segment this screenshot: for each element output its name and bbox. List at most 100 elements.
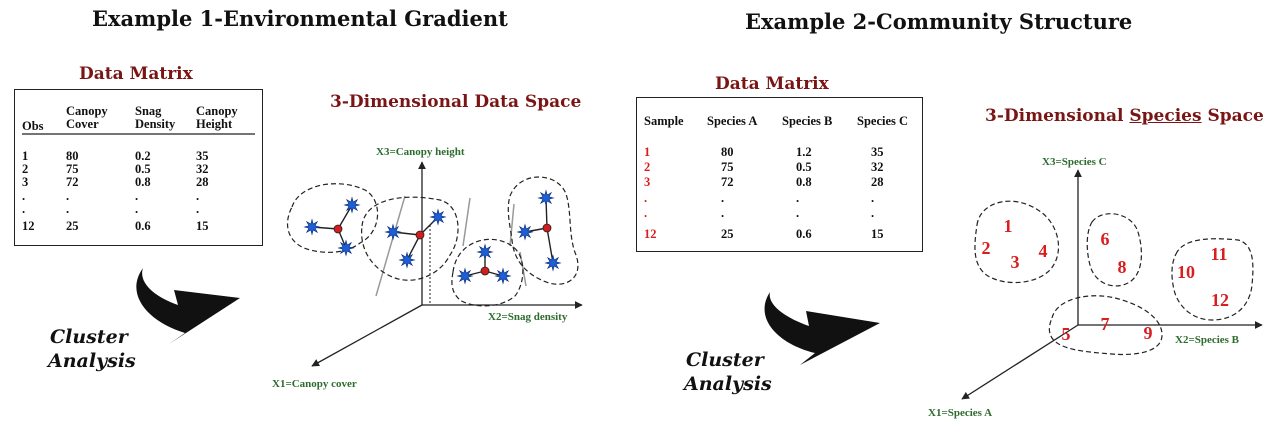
matrix-cell: 0.6: [135, 219, 151, 233]
cluster-outline: [286, 183, 379, 253]
matrix-cell: 15: [871, 227, 884, 241]
axis-label-x1: X1=Canopy cover: [272, 378, 357, 390]
matrix-cell: 1.2: [796, 145, 812, 159]
matrix-cell: .: [871, 206, 875, 220]
sample-number: 5: [1062, 324, 1071, 344]
curved-arrow-icon: [136, 268, 240, 344]
matrix-cell: .: [135, 189, 139, 203]
sample-id: 2: [644, 160, 651, 174]
matrix-cell: 15: [196, 219, 209, 233]
matrix-cell: .: [721, 191, 725, 205]
centroid-dot: [480, 266, 490, 276]
matrix-cell: .: [66, 202, 70, 216]
x1-axis: [311, 304, 423, 367]
matrix-cell: 0.5: [796, 160, 812, 174]
header-snag-density-1: Snag: [135, 104, 162, 118]
matrix-header: Sample: [644, 114, 684, 128]
space-title-suffix: Space: [1201, 106, 1264, 126]
matrix-cell: 0.8: [796, 175, 812, 189]
star-icon: [476, 243, 494, 261]
cluster-outline: [507, 176, 579, 285]
example2-matrix-title: Data Matrix: [715, 74, 829, 94]
header-canopy-height-1: Canopy: [196, 104, 238, 118]
cluster-outline: [451, 238, 524, 307]
example2-cluster-label-2: Analysis: [684, 373, 772, 395]
sample-id: .: [644, 191, 648, 205]
cluster-outline: [974, 200, 1060, 284]
cluster-outline: [1086, 213, 1143, 287]
star-icon: [516, 223, 534, 241]
sample-number: 3: [1011, 252, 1020, 272]
example1-cluster-label-1: Cluster: [50, 326, 128, 348]
matrix-cell: 28: [196, 175, 209, 189]
axis-label-x3: X3=Species C: [1042, 156, 1107, 168]
matrix-cell: .: [796, 206, 800, 220]
sample-id: 12: [644, 227, 657, 241]
separator-line: [509, 203, 515, 247]
star-icon: [537, 189, 555, 207]
matrix-cell: 0.2: [135, 149, 151, 163]
star-icon: [494, 267, 512, 285]
matrix-header: Species A: [707, 114, 758, 128]
matrix-cell: .: [22, 202, 26, 216]
sample-number: 10: [1177, 262, 1195, 282]
header-snag-density-2: Density: [135, 117, 176, 131]
separator-line: [375, 195, 406, 297]
matrix-cell: .: [871, 191, 875, 205]
matrix-cell: 72: [721, 175, 734, 189]
matrix-cell: .: [135, 202, 139, 216]
separator-line: [462, 197, 471, 247]
matrix-cell: 80: [721, 145, 734, 159]
sample-number: 1: [1004, 216, 1013, 236]
example1-cluster-label-2: Analysis: [48, 350, 136, 372]
sample-id: 1: [644, 145, 651, 159]
header-canopy-cover-2: Cover: [66, 117, 99, 131]
x1-axis: [961, 324, 1079, 400]
matrix-cell: 72: [66, 175, 79, 189]
matrix-cell: 0.5: [135, 162, 151, 176]
sample-number: 12: [1211, 290, 1229, 310]
example1-title: Example 1-Environmental Gradient: [92, 6, 508, 31]
star-icon: [429, 208, 447, 226]
header-underline: [22, 133, 255, 135]
sample-number: 2: [982, 238, 991, 258]
sample-number: 9: [1144, 323, 1153, 343]
matrix-cell: 75: [66, 162, 79, 176]
curved-arrow-icon: [764, 292, 880, 365]
example1-space-title: 3-Dimensional Data Space: [330, 92, 582, 112]
matrix-cell: 32: [871, 160, 884, 174]
example2-cluster-label-1: Cluster: [686, 349, 764, 371]
axis-label-x3: X3=Canopy height: [376, 146, 465, 158]
matrix-cell: 28: [871, 175, 884, 189]
cluster-outline: [1171, 238, 1254, 321]
matrix-cell: .: [22, 189, 26, 203]
cluster-outline: [361, 196, 459, 281]
star-icon: [456, 267, 474, 285]
axis-label-x2: X2=Species B: [1175, 334, 1240, 346]
sample-number: 7: [1101, 314, 1110, 334]
matrix-cell: 0.8: [135, 175, 151, 189]
matrix-cell: .: [196, 202, 200, 216]
sample-id: 3: [644, 175, 651, 189]
star-icon: [337, 239, 355, 257]
example1-matrix-title: Data Matrix: [79, 64, 193, 84]
star-icon: [343, 196, 361, 214]
sample-number: 4: [1039, 241, 1048, 261]
matrix-cell: .: [66, 189, 70, 203]
example2-space-title: 3-Dimensional Species Space: [985, 106, 1264, 126]
star-icon: [398, 251, 416, 269]
matrix-cell: .: [721, 206, 725, 220]
matrix-cell: 12: [22, 219, 35, 233]
matrix-cell: .: [196, 189, 200, 203]
matrix-cell: 25: [721, 227, 734, 241]
axis-label-x2: X2=Snag density: [488, 311, 568, 323]
matrix-cell: 25: [66, 219, 79, 233]
example2-title: Example 2-Community Structure: [745, 9, 1133, 34]
sample-number: 6: [1101, 229, 1110, 249]
matrix-cell: 75: [721, 160, 734, 174]
observation-stars: [303, 189, 562, 285]
sample-number: 8: [1118, 257, 1127, 277]
header-canopy-height-2: Height: [196, 117, 233, 131]
